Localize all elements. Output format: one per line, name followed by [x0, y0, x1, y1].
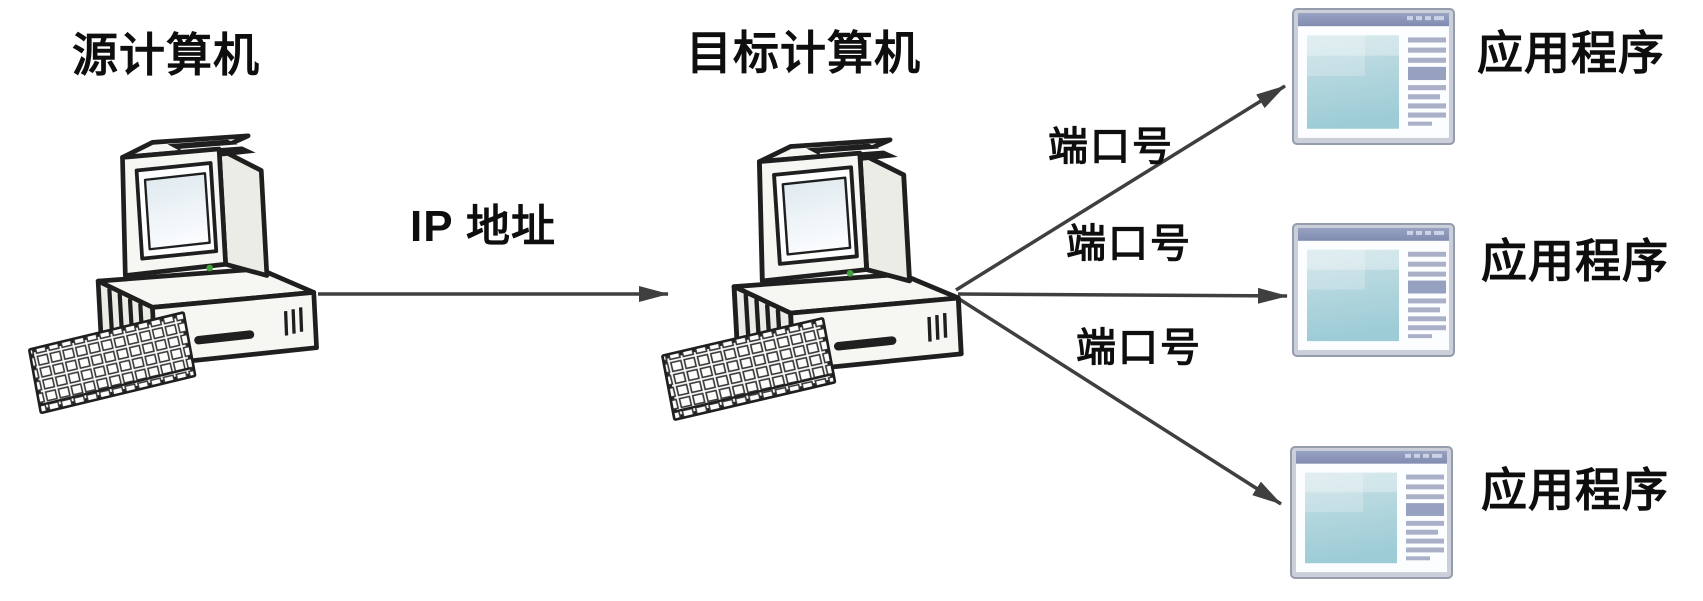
- port-number-label-1: 端口号: [1048, 125, 1174, 169]
- port-number-label-2: 端口号: [1066, 222, 1192, 266]
- application-label-2: 应用程序: [1481, 235, 1669, 287]
- source-computer-icon: [25, 133, 325, 433]
- application-window-icon-1: [1292, 8, 1455, 145]
- port-arrow-2: [957, 287, 1288, 304]
- target-computer-label: 目标计算机: [686, 27, 921, 79]
- target-computer-icon: [658, 137, 970, 440]
- application-label-1: 应用程序: [1477, 27, 1665, 79]
- port-arrow-1: [955, 84, 1286, 292]
- port-arrow-3: [955, 295, 1282, 506]
- application-window-icon-2: [1292, 223, 1455, 357]
- source-computer-label: 源计算机: [72, 29, 260, 81]
- port-number-label-3: 端口号: [1076, 326, 1202, 370]
- application-window-icon-3: [1290, 446, 1453, 579]
- application-label-3: 应用程序: [1481, 464, 1669, 516]
- ip-address-label: IP 地址: [410, 202, 557, 251]
